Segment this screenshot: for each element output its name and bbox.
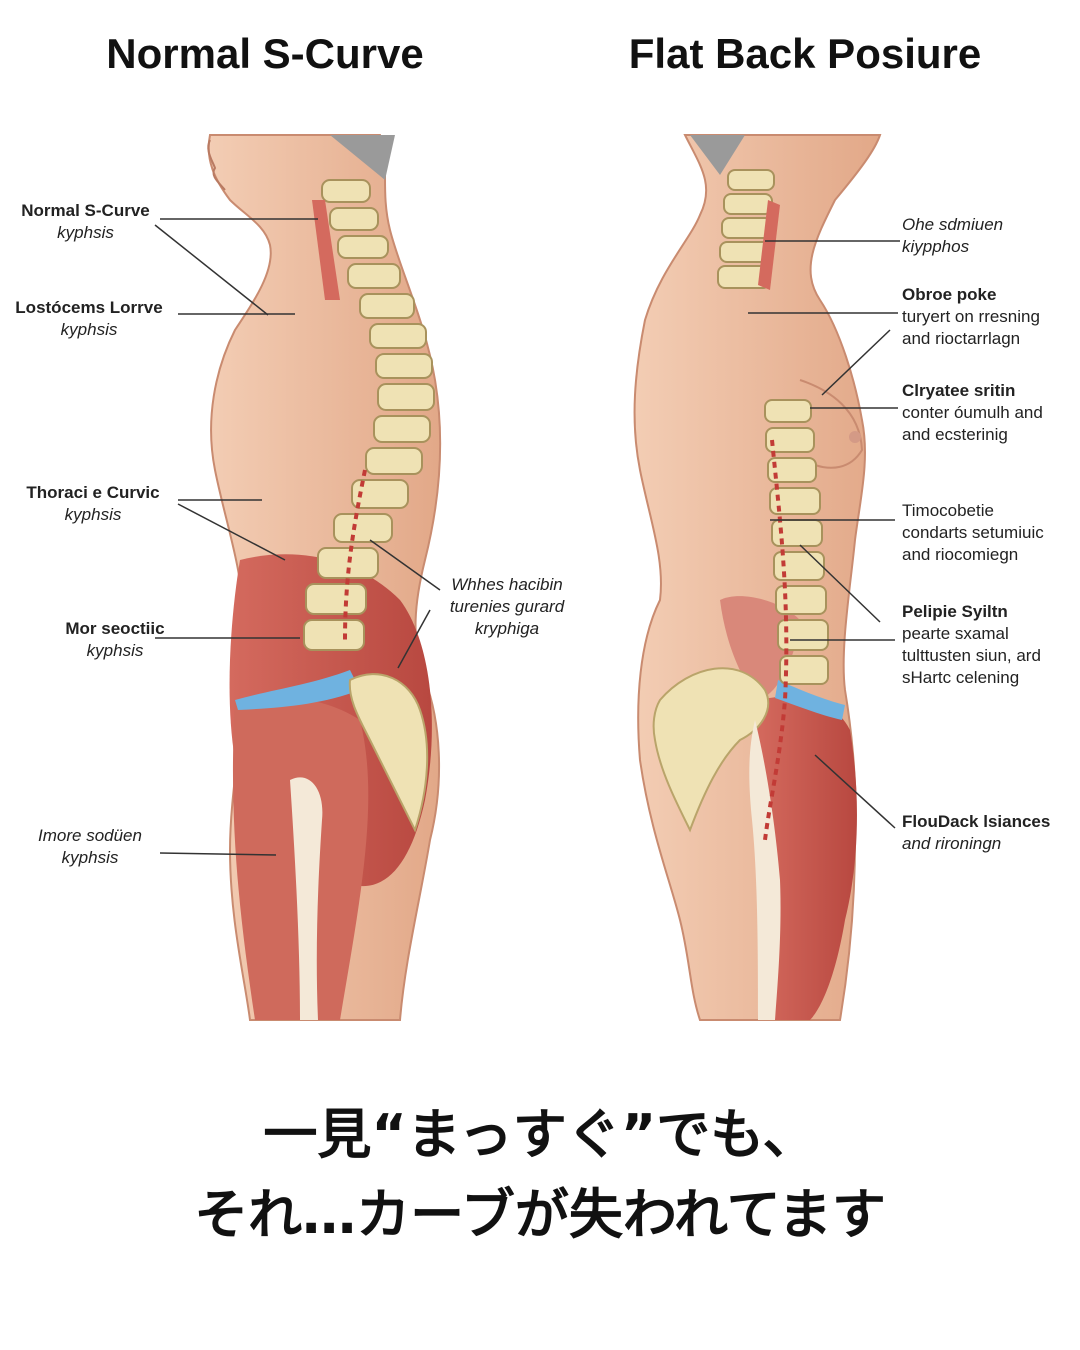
right-label-5-line2: pearte sxamal [902,624,1009,643]
right-label-4-title: Timocobetie [902,501,994,520]
left-label-3: Thoraci e Curvic kyphsis [8,482,178,526]
center-label-line2: turenies gurard [449,597,565,616]
right-label-2: Obroe poke turyert on rresning and rioct… [902,284,1077,350]
left-label-5-sub: kyphsis [61,848,119,867]
right-label-1-title: Ohe sdmiuen [902,215,1004,234]
left-leader-lines [154,218,441,856]
center-label-line3: kryphiga [474,619,540,638]
title-flat-back-posture: Flat Back Posiure [628,30,982,77]
right-label-6-title: FlouDack lsiances [902,812,1051,831]
anatomy-illustration [154,134,900,1021]
left-tendon [290,777,323,1020]
right-neck-muscle [758,200,780,290]
right-label-1: Ohe sdmiuen kiypphos [902,214,1072,258]
right-label-3-title: Clryatee sritin [902,381,1016,400]
left-label-4: Mor seoctiic kyphsis [40,618,190,662]
right-buttock-muscle [755,696,857,1020]
left-label-3-sub: kyphsis [64,505,122,524]
right-label-5-line4: sHartc celening [902,668,1020,687]
left-figure [154,134,442,1021]
left-label-2-title: Lostócems Lorrve [15,298,163,317]
left-label-4-sub: kyphsis [86,641,144,660]
left-face [207,139,226,191]
right-label-3: Clryatee sritin conter óumulh and and ec… [902,380,1077,446]
left-label-1-sub: kyphsis [57,223,114,242]
right-label-2-title: Obroe poke [902,285,997,304]
right-chest [799,379,864,469]
left-neck-muscle [312,200,340,300]
title-normal-s-curve: Normal S-Curve [106,30,424,77]
right-label-3-line2: conter óumulh and [902,403,1043,422]
right-label-2-line3: and rioctarrlagn [902,329,1021,348]
left-pelvis-bone [348,673,429,833]
caption-line-2: それ…カーブが失われてます [194,1183,886,1246]
right-figure [633,134,900,1021]
right-label-6: FlouDack lsiances and rironingn [902,811,1077,855]
left-label-1-title: Normal S-Curve [21,201,150,220]
center-label-line1: Whhes hacibin [451,575,563,594]
right-spine-lumbar [764,399,829,685]
right-label-5-title: Pelipie Syiltn [902,602,1008,621]
caption-line-1: 一見“まっすぐ”でも、 [263,1103,817,1166]
right-label-1-sub: kiypphos [902,237,970,256]
left-label-5: Imore sodüen kyphsis [15,825,165,869]
right-spine-cervical [717,169,775,289]
center-label: Whhes hacibin turenies gurard kryphiga [432,574,582,640]
left-cord [343,469,367,641]
right-pelvis-bone [652,667,770,833]
right-label-4-line3: and riocomiegn [902,545,1019,564]
right-hair [690,135,745,175]
left-label-1: Normal S-Curve kyphsis [8,200,163,244]
left-hair [330,135,395,180]
right-label-5-line3: tulttusten siun, ard [902,646,1041,665]
left-label-2: Lostócems Lorrve kyphsis [3,297,175,341]
right-nipple [849,431,861,443]
right-cord [763,439,789,841]
left-label-3-title: Thoraci e Curvic [26,483,160,502]
right-leader-lines [748,240,900,829]
left-label-2-sub: kyphsis [60,320,118,339]
left-label-4-title: Mor seoctiic [65,619,165,638]
right-label-5: Pelipie Syiltn pearte sxamal tulttusten … [902,601,1077,689]
right-label-4: Timocobetie condarts setumiuic and rioco… [902,500,1077,566]
left-pelvis-band [235,670,360,710]
right-label-6-sub: and rironingn [902,834,1002,853]
right-label-4-line2: condarts setumiuic [902,523,1044,542]
right-label-3-line3: and ecsterinig [902,425,1008,444]
right-label-2-line2: turyert on rresning [902,307,1040,326]
right-tendon [749,720,781,1020]
left-spine [303,179,435,651]
left-label-5-title: Imore sodüen [38,826,142,845]
right-pelvis-band [775,680,845,720]
